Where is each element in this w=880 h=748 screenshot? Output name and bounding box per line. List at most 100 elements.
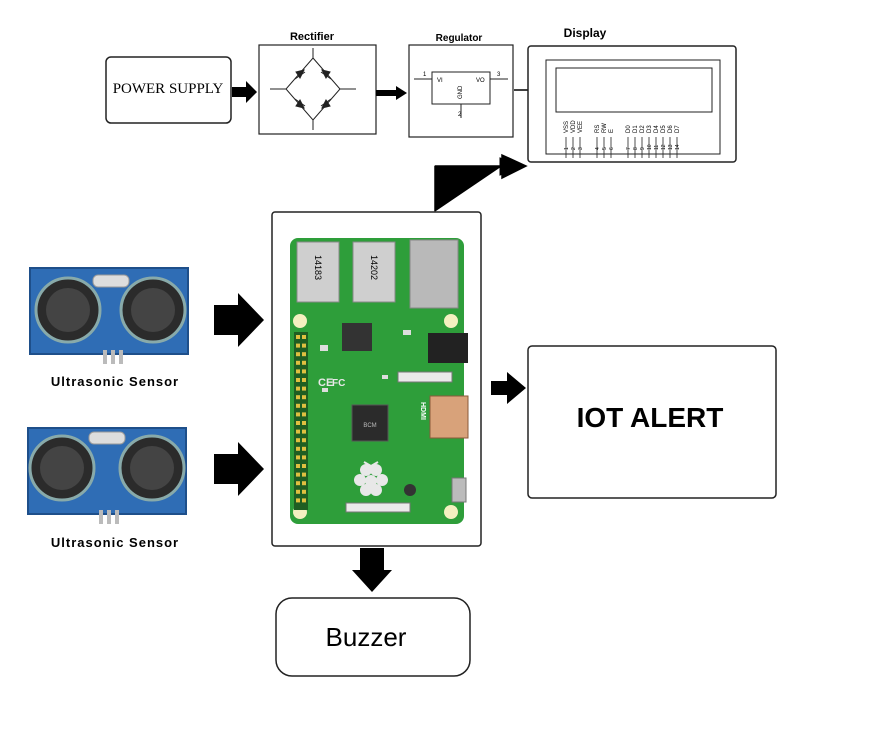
gpio-pin bbox=[296, 429, 300, 434]
gpio-pin bbox=[296, 386, 300, 391]
arrow-head-display bbox=[435, 153, 528, 180]
hdmi-port bbox=[429, 395, 469, 439]
display-connector bbox=[345, 502, 411, 513]
gpio-pin bbox=[302, 352, 306, 357]
arrow-sensor1-to-board bbox=[214, 293, 264, 347]
bridge-rectifier-icon bbox=[270, 48, 356, 130]
gpio-pin bbox=[302, 481, 306, 486]
gpio-pin bbox=[296, 481, 300, 486]
lcd-screen bbox=[555, 67, 713, 113]
lcd-pin-number: 9 bbox=[640, 147, 646, 150]
gpio-pin bbox=[296, 395, 300, 400]
regulator-pin2: 2 bbox=[458, 112, 462, 118]
lcd-pin-number: 7 bbox=[626, 147, 632, 150]
lcd-pin-number: 11 bbox=[654, 145, 660, 150]
gpio-pin bbox=[302, 412, 306, 417]
lcd-pin-label: D4 bbox=[654, 125, 660, 133]
lcd-pin-label: D6 bbox=[668, 125, 674, 133]
power-supply-label: POWER SUPPLY bbox=[113, 81, 224, 97]
crystal-oscillator bbox=[88, 431, 126, 445]
gpio-pin bbox=[296, 343, 300, 348]
arrow-sensor2-to-board bbox=[214, 442, 264, 496]
lcd-pin-label: RS bbox=[595, 125, 601, 133]
gpio-pin bbox=[296, 455, 300, 460]
gpio-pin bbox=[296, 352, 300, 357]
arrow-board-to-buzzer bbox=[352, 548, 392, 592]
gpio-pin bbox=[302, 429, 306, 434]
buzzer-block: Buzzer bbox=[275, 597, 471, 677]
regulator-vo-label: VO bbox=[476, 78, 485, 84]
gpio-pin bbox=[302, 472, 306, 477]
display-block: VSS1VDD2VEE3RS4RW5E6D07D18D29D310D411D51… bbox=[527, 45, 737, 163]
lcd-pin-number: 12 bbox=[661, 144, 667, 150]
gpio-pin bbox=[296, 403, 300, 408]
gpio-pin bbox=[296, 412, 300, 417]
rectifier-title: Rectifier bbox=[290, 31, 335, 43]
sensor-2-label: Ultrasonic Sensor bbox=[51, 535, 179, 550]
lcd-pin-number: 5 bbox=[602, 147, 608, 150]
ultrasonic-sensor-1: Ultrasonic Sensor bbox=[29, 267, 189, 389]
lcd-pin-number: 2 bbox=[571, 147, 577, 150]
display-title: Display bbox=[564, 26, 607, 40]
lcd-pin-label: VSS bbox=[564, 121, 570, 133]
regulator-gnd-label: GND bbox=[458, 85, 464, 99]
regulator-pin3: 3 bbox=[497, 72, 501, 78]
gpio-pin bbox=[296, 498, 300, 503]
gpio-pin bbox=[302, 438, 306, 443]
crystal-oscillator bbox=[92, 274, 130, 288]
arrow-power-to-rectifier bbox=[232, 81, 257, 103]
lcd-pin-number: 3 bbox=[578, 147, 584, 150]
gpio-pin bbox=[296, 472, 300, 477]
lcd-pin-number: 14 bbox=[675, 144, 681, 150]
gpio-pin bbox=[296, 369, 300, 374]
usb-port-2 bbox=[352, 241, 396, 303]
regulator-block: VI VO 1 3 2 GND bbox=[408, 44, 514, 138]
lcd-pin-number: 13 bbox=[668, 144, 674, 150]
fc-mark: FC bbox=[332, 378, 345, 389]
iot-alert-label: IOT ALERT bbox=[577, 402, 724, 433]
gpio-pin bbox=[302, 369, 306, 374]
camera-connector bbox=[397, 371, 453, 383]
buzzer-label: Buzzer bbox=[326, 622, 407, 652]
gpio-pin bbox=[302, 378, 306, 382]
gpio-pin bbox=[302, 489, 306, 494]
gpio-pin bbox=[296, 421, 300, 425]
hdmi-label: HDMI bbox=[419, 402, 426, 420]
lcd-pin-label: D7 bbox=[675, 125, 681, 133]
gpio-pin bbox=[296, 438, 300, 443]
usb-1-label: 14183 bbox=[313, 255, 323, 280]
power-supply-block: POWER SUPPLY bbox=[105, 56, 232, 124]
lcd-pin-number: 6 bbox=[609, 147, 615, 150]
ethernet-port bbox=[409, 239, 459, 309]
gpio-pin bbox=[296, 360, 300, 365]
gpio-pin bbox=[302, 343, 306, 348]
usb-port-1 bbox=[296, 241, 340, 303]
raspberry-pi-board: 14183 14202 BCM HDMI bbox=[290, 238, 469, 524]
gpio-pin bbox=[296, 335, 300, 339]
usb-controller-chip bbox=[342, 323, 372, 351]
iot-alert-block: IOT ALERT bbox=[527, 345, 777, 499]
gpio-pin bbox=[302, 360, 306, 365]
arrow-board-to-iot bbox=[491, 372, 526, 404]
gpio-pin bbox=[296, 489, 300, 494]
gpio-pin bbox=[296, 446, 300, 451]
gpio-pin bbox=[302, 335, 306, 339]
lcd-pin-number: 1 bbox=[564, 147, 570, 150]
regulator-title: Regulator bbox=[436, 33, 483, 44]
gpio-pin bbox=[302, 498, 306, 503]
lcd-pin-number: 8 bbox=[633, 147, 639, 150]
gpio-pin bbox=[296, 378, 300, 382]
gpio-pin bbox=[302, 446, 306, 451]
audio-jack bbox=[428, 333, 468, 363]
lcd-pin-label: RW bbox=[602, 123, 608, 133]
controller-block: 14183 14202 BCM HDMI bbox=[271, 211, 482, 547]
arrow-rectifier-to-regulator bbox=[376, 86, 407, 100]
regulator-vi-label: VI bbox=[437, 78, 443, 84]
gpio-pin bbox=[302, 464, 306, 468]
gpio-pin bbox=[296, 464, 300, 468]
lcd-pin-number: 4 bbox=[595, 147, 601, 150]
gpio-pin bbox=[302, 395, 306, 400]
soc-chip-label: BCM bbox=[363, 423, 376, 429]
regulator-pin1: 1 bbox=[423, 72, 427, 78]
